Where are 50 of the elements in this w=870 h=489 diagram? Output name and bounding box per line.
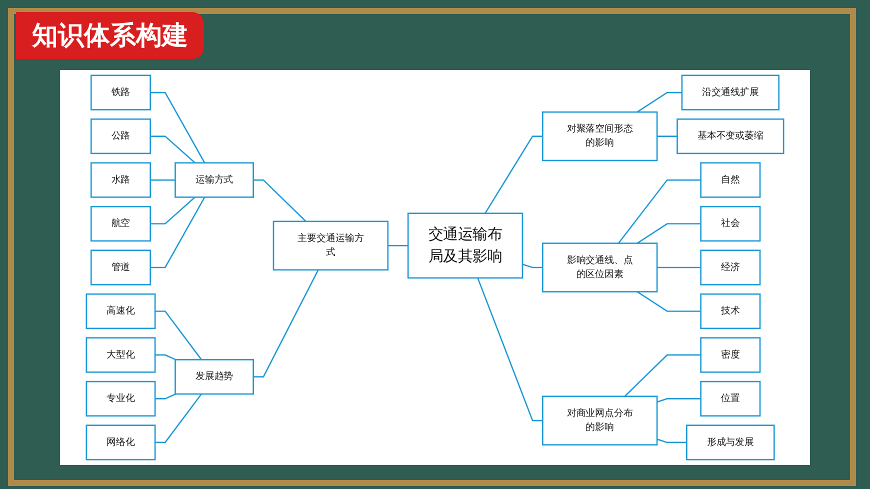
connector-line [388, 244, 408, 246]
topic-box: 航空 [90, 206, 152, 242]
connector-line [253, 270, 319, 378]
connector-line [636, 223, 701, 244]
topic-box: 影响交通线、点的区位因素 [542, 242, 658, 292]
connector-line [657, 266, 701, 268]
connector-line [150, 196, 206, 268]
topic-box: 经济 [700, 250, 761, 286]
connector-line [155, 393, 176, 400]
central-topic-box: 交通运输布局及其影响 [407, 212, 524, 279]
topic-box: 公路 [90, 118, 152, 154]
topic-box: 对商业网点分布的影响 [542, 396, 658, 446]
topic-box: 密度 [700, 337, 761, 373]
connector-line [656, 438, 687, 444]
topic-box: 专业化 [86, 380, 156, 417]
connector-line [624, 354, 701, 397]
connector-line [155, 394, 202, 444]
connector-line [150, 136, 196, 164]
topic-box: 运输方式 [174, 162, 254, 198]
connector-line [522, 264, 543, 268]
connector-line [253, 179, 306, 222]
connector-line [477, 278, 543, 422]
topic-box: 主要交通运输方式 [272, 220, 389, 271]
connector-line [155, 354, 176, 360]
connector-line [484, 136, 543, 214]
topic-box: 高速化 [86, 293, 156, 330]
connector-line [657, 136, 678, 137]
connector-line [155, 310, 202, 360]
connector-line [150, 179, 176, 181]
topic-box: 技术 [700, 293, 761, 330]
topic-box: 发展趋势 [174, 359, 254, 395]
topic-box: 形成与发展 [686, 424, 775, 460]
title-tag: 知识体系构建 [16, 12, 204, 59]
topic-box: 大型化 [86, 337, 156, 373]
topic-box: 基本不变或萎缩 [676, 118, 784, 154]
topic-box: 管道 [90, 250, 152, 286]
connector-line [150, 196, 196, 224]
topic-box: 沿交通线扩展 [681, 74, 780, 110]
connector-line [656, 398, 701, 403]
topic-box: 自然 [700, 162, 761, 198]
topic-box: 社会 [700, 206, 761, 242]
connector-line [150, 92, 206, 164]
connector-line [636, 291, 701, 312]
connector-line [636, 92, 682, 113]
topic-box: 位置 [700, 380, 761, 417]
connector-line [618, 179, 701, 244]
topic-box: 对聚落空间形态的影响 [542, 111, 658, 162]
topic-box: 水路 [90, 162, 152, 198]
topic-box: 网络化 [86, 424, 156, 460]
topic-box: 铁路 [90, 74, 152, 110]
